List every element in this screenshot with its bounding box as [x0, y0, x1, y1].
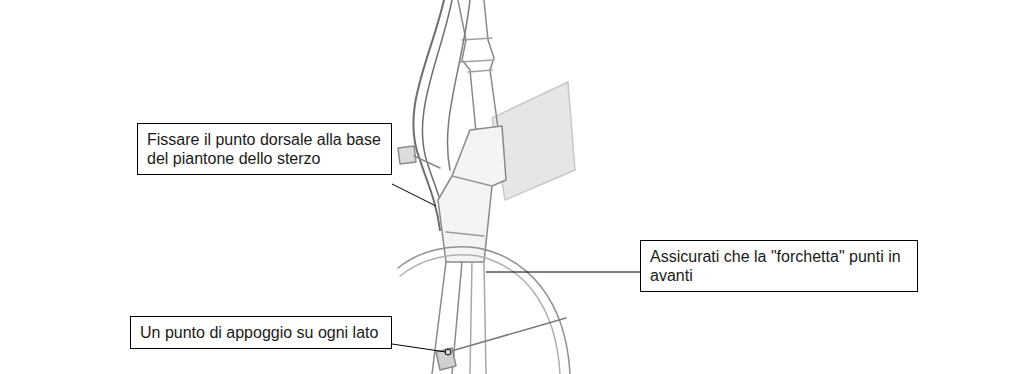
fender — [400, 255, 560, 374]
headlight-bracket — [414, 156, 440, 168]
fork-crown — [446, 176, 492, 236]
fork-leg — [432, 262, 462, 374]
callout-text: Assicurati che la "forchetta" punti in a… — [650, 247, 908, 285]
fork-leg — [470, 262, 486, 374]
callout-text: Fissare il punto dorsale alla base del p… — [147, 130, 382, 168]
headlight — [398, 146, 416, 164]
callout-box: Fissare il punto dorsale alla base del p… — [137, 123, 392, 175]
callout-box: Un punto di appoggio su ogni lato — [130, 316, 392, 349]
fender — [398, 247, 570, 374]
stem — [484, 0, 498, 128]
callout-text: Un punto di appoggio su ogni lato — [140, 323, 382, 342]
fender-strut — [448, 318, 566, 352]
head-tube — [438, 126, 506, 262]
leader-line — [392, 184, 436, 206]
support-point — [445, 349, 451, 355]
frame-tube — [492, 82, 575, 200]
leader-line — [392, 344, 446, 352]
stem-clamp — [460, 38, 494, 72]
cable — [413, 0, 444, 230]
callout-box: Assicurati che la "forchetta" punti in a… — [640, 240, 918, 292]
leader-line — [486, 272, 640, 273]
